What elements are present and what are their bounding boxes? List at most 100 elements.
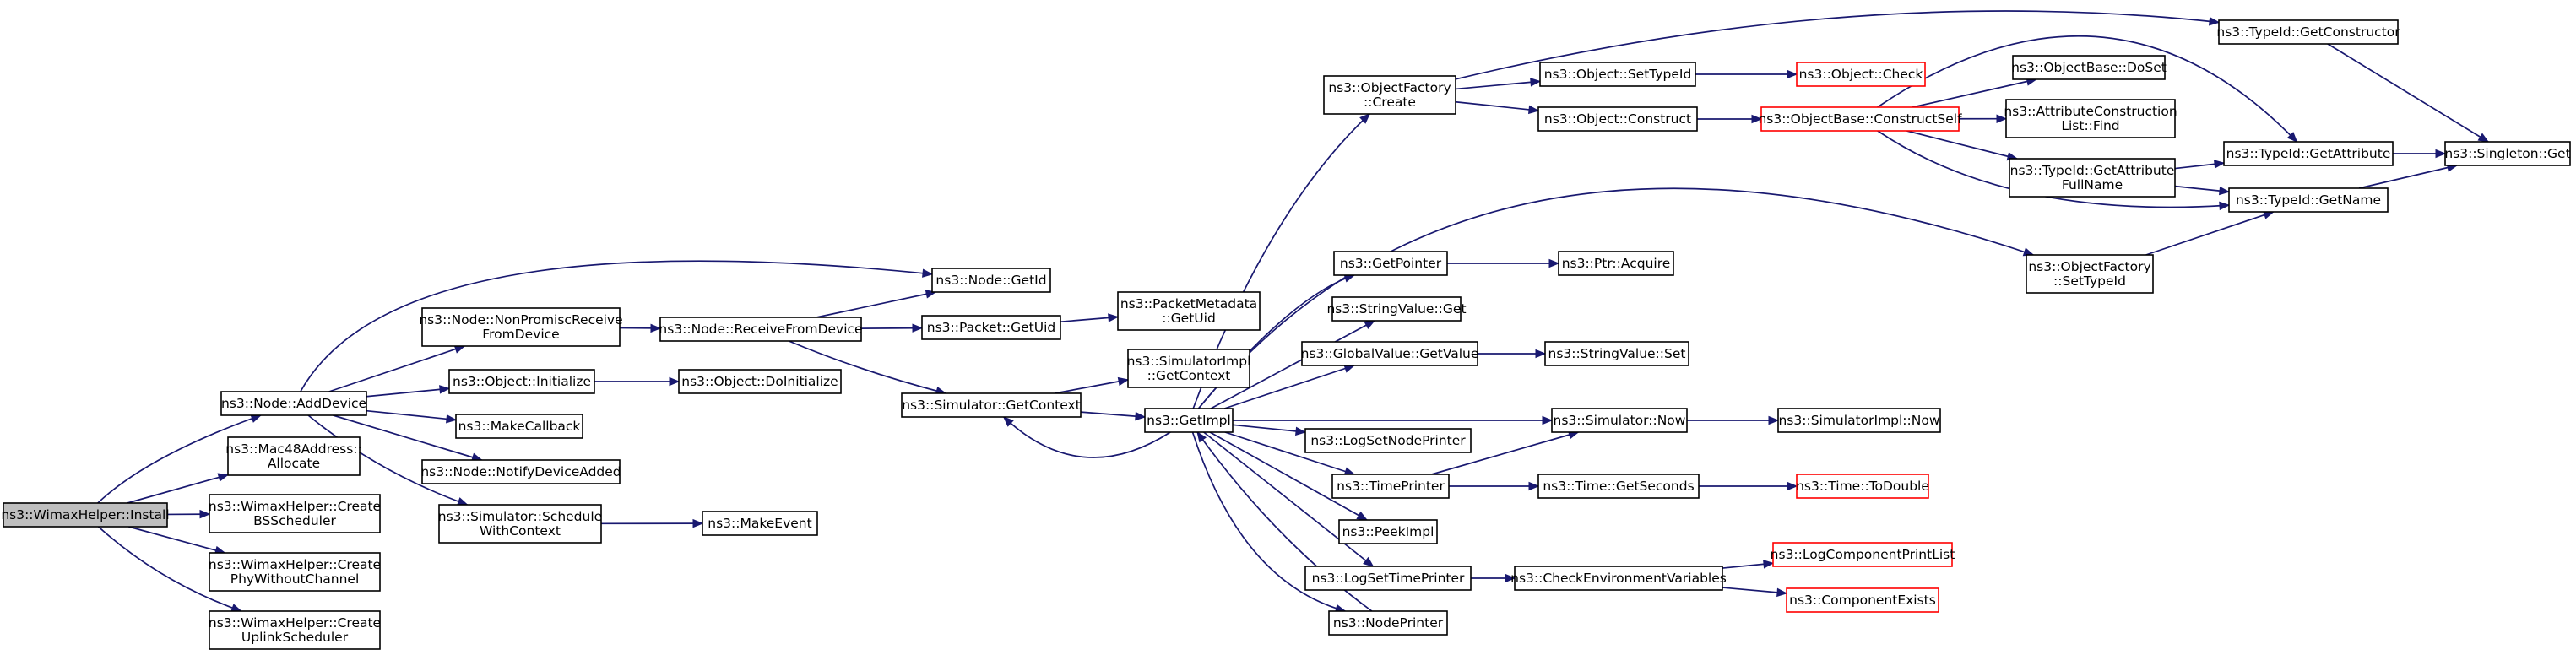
node-setTypeId[interactable]: ns3::Object::SetTypeId bbox=[1539, 62, 1696, 87]
node-getImpl[interactable]: ns3::GetImpl bbox=[1144, 408, 1234, 433]
node-makeEvent[interactable]: ns3::MakeEvent bbox=[702, 511, 818, 536]
node-box[interactable] bbox=[1331, 296, 1462, 322]
node-box[interactable] bbox=[901, 392, 1082, 418]
node-box[interactable] bbox=[678, 369, 842, 394]
node-box[interactable] bbox=[1304, 566, 1472, 591]
node-box[interactable] bbox=[1328, 610, 1448, 636]
node-simNow[interactable]: ns3::Simulator::Now bbox=[1551, 408, 1688, 433]
node-ptrAcquire[interactable]: ns3::Ptr::Acquire bbox=[1558, 251, 1674, 276]
node-singleton[interactable]: ns3::Singleton::Get bbox=[2444, 141, 2571, 166]
node-packetUid[interactable]: ns3::Packet::GetUid bbox=[921, 315, 1061, 340]
node-box[interactable] bbox=[2228, 187, 2389, 213]
node-toDouble[interactable]: ns3::Time::ToDouble bbox=[1796, 474, 1929, 499]
node-implContext[interactable]: ns3::SimulatorImpl::GetContext bbox=[1127, 349, 1251, 388]
node-receiveFrom[interactable]: ns3::Node::ReceiveFromDevice bbox=[659, 317, 863, 342]
node-svGet[interactable]: ns3::StringValue::Get bbox=[1326, 296, 1467, 322]
node-box[interactable] bbox=[448, 369, 595, 394]
node-timePrinter[interactable]: ns3::TimePrinter bbox=[1331, 474, 1450, 499]
node-box[interactable] bbox=[1796, 474, 1929, 499]
node-box[interactable] bbox=[1333, 251, 1448, 276]
node-box[interactable] bbox=[1760, 106, 1960, 132]
node-getConstructor[interactable]: ns3::TypeId::GetConstructor bbox=[2216, 19, 2400, 45]
node-box[interactable] bbox=[2026, 254, 2154, 294]
node-peekImpl[interactable]: ns3::PeekImpl bbox=[1338, 519, 1438, 544]
node-addDevice[interactable]: ns3::Node::AddDevice bbox=[220, 391, 367, 416]
node-logSetTime[interactable]: ns3::LogSetTimePrinter bbox=[1304, 566, 1472, 591]
node-doInit[interactable]: ns3::Object::DoInitialize bbox=[678, 369, 842, 394]
node-createPhy[interactable]: ns3::WimaxHelper::CreatePhyWithoutChanne… bbox=[209, 552, 381, 592]
node-box[interactable] bbox=[1301, 341, 1478, 366]
node-box[interactable] bbox=[659, 317, 862, 342]
node-box[interactable] bbox=[220, 391, 367, 416]
node-getId[interactable]: ns3::Node::GetId bbox=[931, 268, 1051, 293]
node-objCheck[interactable]: ns3::Object::Check bbox=[1796, 62, 1926, 87]
node-box[interactable] bbox=[1127, 349, 1250, 388]
node-box[interactable] bbox=[1558, 251, 1674, 276]
node-logCompPrint[interactable]: ns3::LogComponentPrintList bbox=[1771, 542, 1955, 567]
node-box[interactable] bbox=[421, 459, 621, 484]
node-compExists[interactable]: ns3::ComponentExists bbox=[1786, 587, 1939, 613]
node-objInit[interactable]: ns3::Object::Initialize bbox=[448, 369, 595, 394]
node-box[interactable] bbox=[1796, 62, 1926, 87]
node-box[interactable] bbox=[227, 436, 361, 476]
node-pmUid[interactable]: ns3::PacketMetadata::GetUid bbox=[1117, 291, 1261, 331]
node-box[interactable] bbox=[1537, 474, 1700, 499]
node-box[interactable] bbox=[2223, 141, 2394, 166]
node-objConstruct[interactable]: ns3::Object::Construct bbox=[1537, 106, 1698, 132]
node-getAttribute[interactable]: ns3::TypeId::GetAttribute bbox=[2223, 141, 2394, 166]
node-constructSelf[interactable]: ns3::ObjectBase::ConstructSelf bbox=[1758, 106, 1962, 132]
node-box[interactable] bbox=[2444, 141, 2571, 166]
node-getName[interactable]: ns3::TypeId::GetName bbox=[2228, 187, 2389, 213]
node-box[interactable] bbox=[702, 511, 818, 536]
node-makeCallback[interactable]: ns3::MakeCallback bbox=[455, 414, 583, 439]
node-logSetNode[interactable]: ns3::LogSetNodePrinter bbox=[1304, 428, 1472, 453]
node-box[interactable] bbox=[931, 268, 1051, 293]
node-checkEnv[interactable]: ns3::CheckEnvironmentVariables bbox=[1510, 566, 1727, 591]
node-box[interactable] bbox=[2218, 19, 2399, 45]
node-getPointer[interactable]: ns3::GetPointer bbox=[1333, 251, 1448, 276]
node-getSeconds[interactable]: ns3::Time::GetSeconds bbox=[1537, 474, 1700, 499]
node-box[interactable] bbox=[3, 502, 168, 528]
node-box[interactable] bbox=[1537, 106, 1698, 132]
node-ofCreate[interactable]: ns3::ObjectFactory::Create bbox=[1323, 75, 1456, 115]
node-box[interactable] bbox=[455, 414, 583, 439]
node-box[interactable] bbox=[209, 494, 381, 533]
node-box[interactable] bbox=[1539, 62, 1696, 87]
node-box[interactable] bbox=[209, 552, 381, 592]
node-box[interactable] bbox=[1304, 428, 1472, 453]
node-box[interactable] bbox=[2005, 99, 2176, 138]
node-box[interactable] bbox=[421, 307, 621, 347]
node-mac48[interactable]: ns3::Mac48Address::Allocate bbox=[225, 436, 362, 476]
node-ofSetTypeId[interactable]: ns3::ObjectFactory::SetTypeId bbox=[2026, 254, 2154, 294]
node-box[interactable] bbox=[1551, 408, 1688, 433]
node-box[interactable] bbox=[1544, 341, 1689, 366]
node-doSet[interactable]: ns3::ObjectBase::DoSet bbox=[2011, 55, 2167, 80]
node-box[interactable] bbox=[1338, 519, 1438, 544]
node-notifyDevice[interactable]: ns3::Node::NotifyDeviceAdded bbox=[420, 459, 621, 484]
node-gvGet[interactable]: ns3::GlobalValue::GetValue bbox=[1301, 341, 1479, 366]
node-box[interactable] bbox=[1331, 474, 1450, 499]
node-box[interactable] bbox=[2012, 55, 2166, 80]
node-simContext[interactable]: ns3::Simulator::GetContext bbox=[901, 392, 1082, 418]
node-box[interactable] bbox=[2009, 158, 2176, 198]
node-box[interactable] bbox=[921, 315, 1061, 340]
node-box[interactable] bbox=[1514, 566, 1723, 591]
node-box[interactable] bbox=[1786, 587, 1939, 613]
node-box[interactable] bbox=[438, 504, 602, 544]
node-box[interactable] bbox=[1323, 75, 1456, 115]
node-box[interactable] bbox=[1117, 291, 1261, 331]
node-box[interactable] bbox=[209, 610, 381, 650]
node-box[interactable] bbox=[1144, 408, 1234, 433]
node-nodePrinter[interactable]: ns3::NodePrinter bbox=[1328, 610, 1448, 636]
node-install[interactable]: ns3::WimaxHelper::Install bbox=[1, 502, 170, 528]
node-box[interactable] bbox=[1777, 408, 1941, 433]
node-box[interactable] bbox=[1772, 542, 1953, 567]
node-svSet[interactable]: ns3::StringValue::Set bbox=[1544, 341, 1689, 366]
node-implNow[interactable]: ns3::SimulatorImpl::Now bbox=[1777, 408, 1941, 433]
